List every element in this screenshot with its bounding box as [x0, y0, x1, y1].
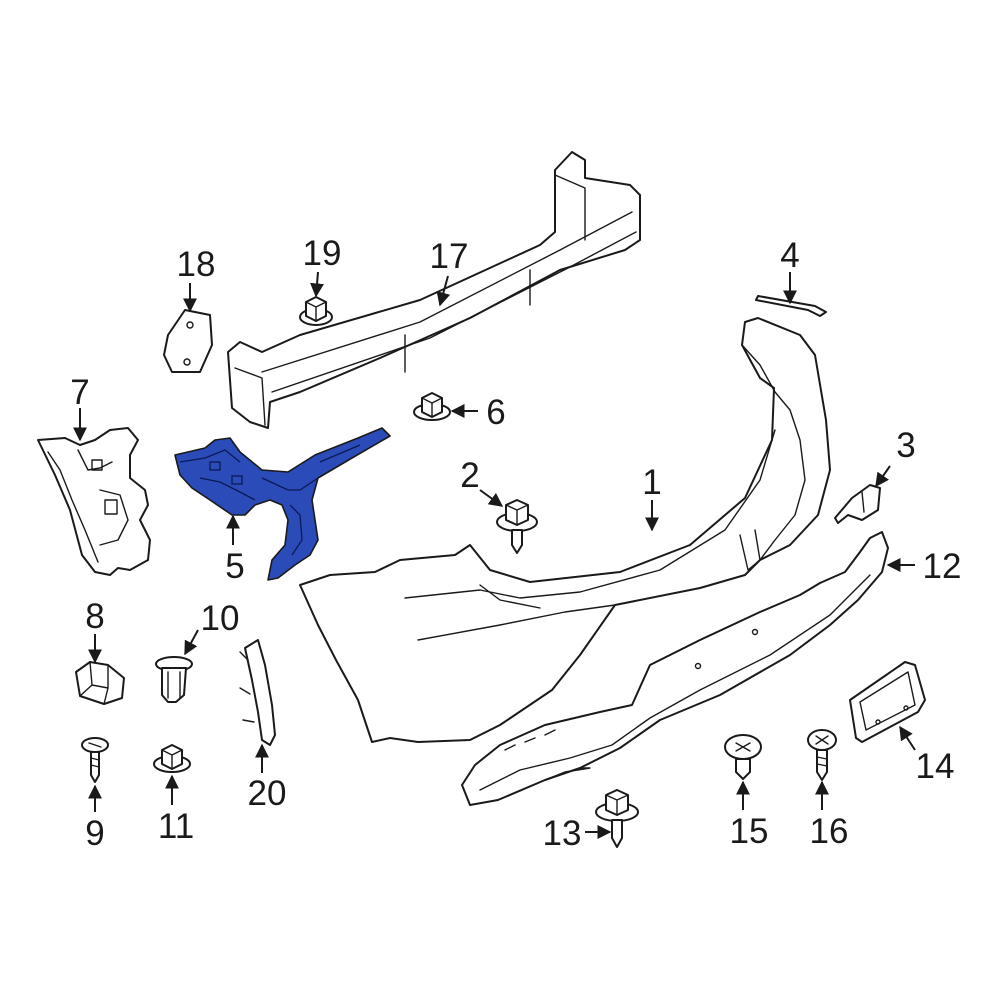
bracket-part-5-highlighted[interactable] — [174, 427, 391, 581]
leader-lines — [73, 271, 916, 839]
screw-part-9[interactable] — [81, 737, 109, 783]
callout-8: 8 — [85, 597, 104, 636]
screw-part-15[interactable] — [724, 734, 762, 780]
callout-7: 7 — [70, 373, 89, 412]
callout-13: 13 — [543, 814, 582, 853]
bumper-cover[interactable] — [299, 317, 831, 743]
callout-12: 12 — [923, 547, 962, 586]
trim-strip[interactable] — [755, 295, 827, 317]
callout-16: 16 — [810, 812, 849, 851]
side-bracket-7[interactable] — [37, 427, 151, 576]
nut-part-11[interactable] — [153, 744, 191, 773]
callout-11: 11 — [158, 807, 194, 846]
grommet-part-10[interactable] — [155, 656, 193, 703]
callout-4: 4 — [780, 236, 799, 275]
nut-part-19[interactable] — [299, 296, 333, 326]
callout-20: 20 — [248, 774, 287, 813]
callout-9: 9 — [85, 814, 104, 853]
callout-6: 6 — [486, 393, 505, 432]
pad-part[interactable] — [163, 309, 213, 373]
screw-part-2[interactable] — [496, 499, 538, 554]
clip-part-8[interactable] — [75, 661, 125, 705]
callout-15: 15 — [730, 812, 769, 851]
bumper-reinforcement-beam[interactable] — [227, 151, 641, 429]
side-trim-20[interactable] — [239, 639, 276, 746]
nut-part-6[interactable] — [413, 392, 451, 421]
screw-part-13[interactable] — [595, 789, 639, 848]
callout-10: 10 — [201, 599, 240, 638]
callout-14: 14 — [916, 747, 955, 786]
lower-diffuser[interactable] — [461, 531, 889, 806]
callout-1: 1 — [642, 463, 661, 502]
callout-17: 17 — [430, 237, 469, 276]
mounting-plate-14[interactable] — [849, 661, 926, 743]
callout-5: 5 — [225, 547, 244, 586]
callout-labels: 1 2 3 4 5 6 7 8 9 10 11 12 13 14 15 16 1… — [70, 234, 961, 853]
callout-2: 2 — [460, 456, 479, 495]
screw-part-16[interactable] — [807, 729, 837, 781]
callout-3: 3 — [896, 426, 915, 465]
callout-18: 18 — [177, 245, 216, 284]
callout-19: 19 — [303, 234, 342, 273]
side-bracket-3[interactable] — [834, 484, 881, 524]
